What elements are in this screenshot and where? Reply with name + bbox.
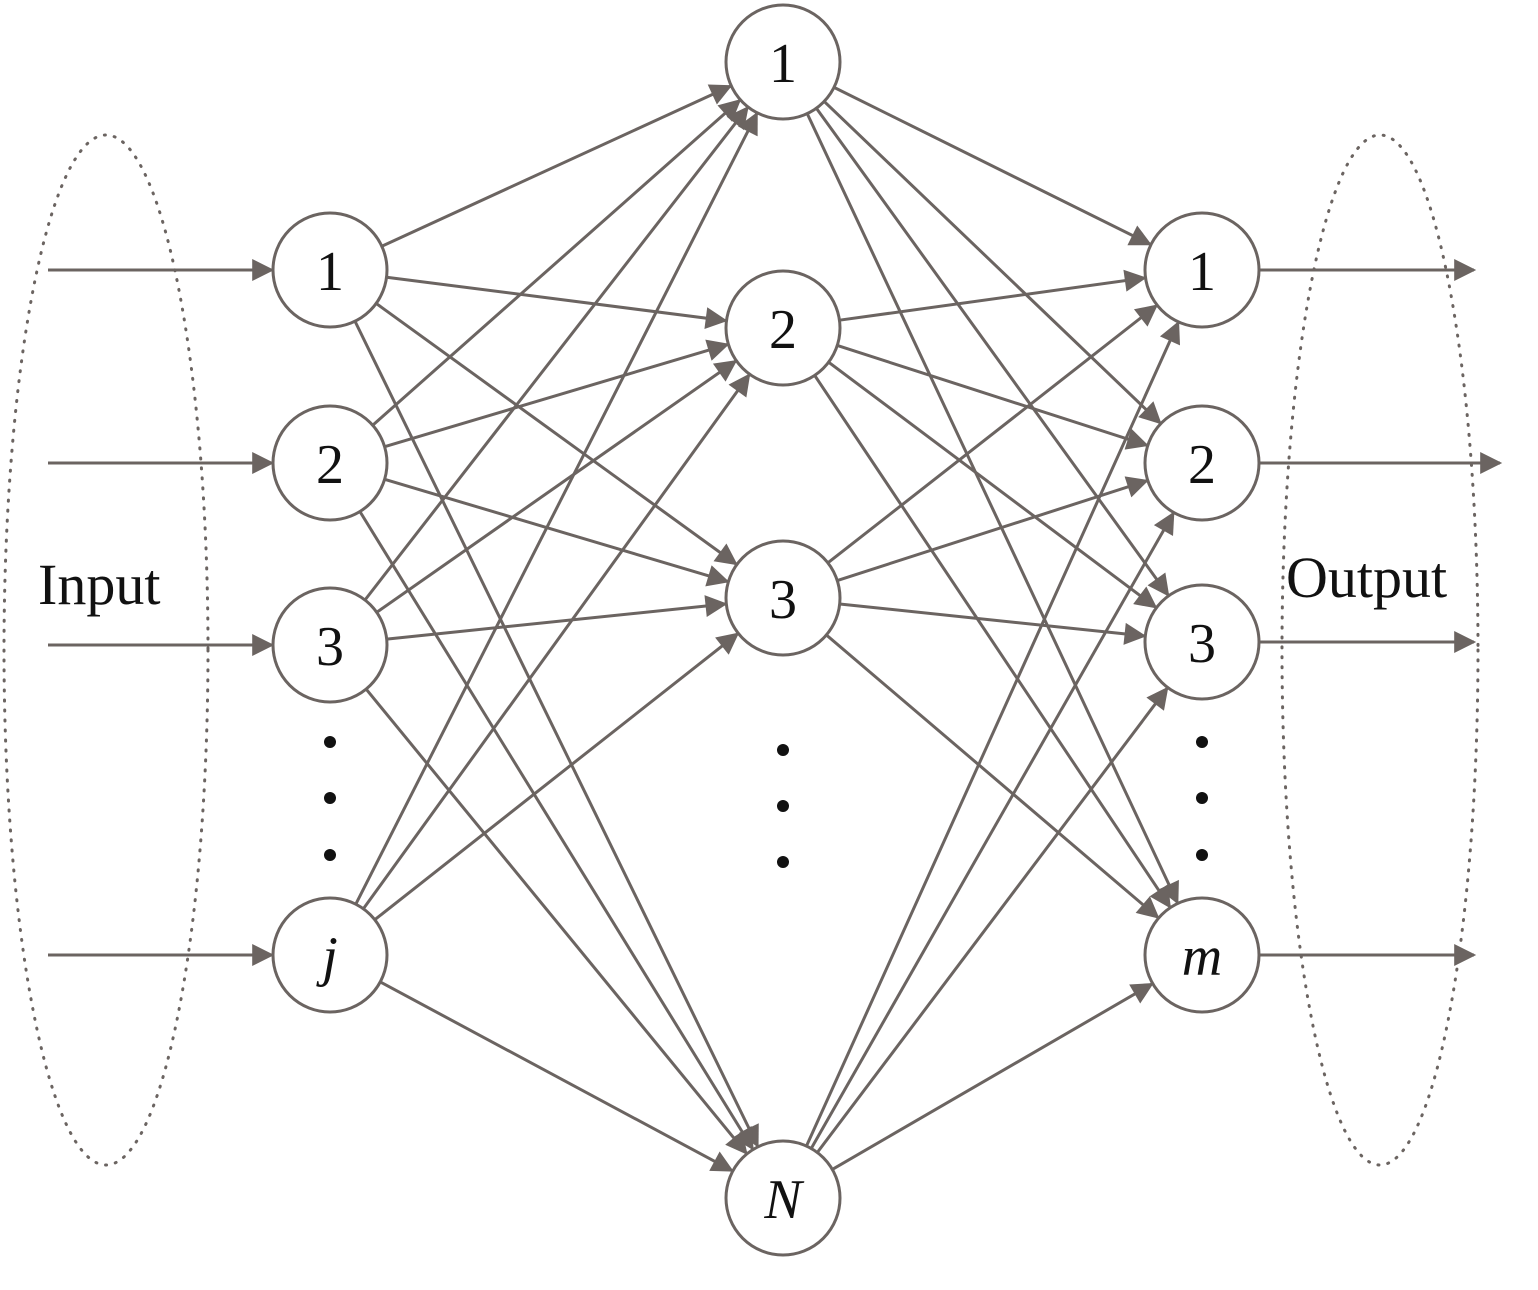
input-ellipsis [324,736,336,861]
node-label: j [316,926,338,988]
edge-input-hidden [363,106,749,601]
edge-hidden-output [839,602,1147,645]
edge-input-hidden [353,320,759,1148]
node-circle [271,896,389,1014]
edge-hidden-output [831,982,1154,1171]
edge-input-hidden [354,111,759,905]
input-node: 2 [271,404,389,522]
node-circle [724,269,842,387]
node-circle [724,1139,842,1257]
output-group-ellipse [1280,133,1480,1167]
edge-hidden-output [833,86,1153,246]
edge-input-hidden [381,84,733,248]
edge-input-hidden [373,632,740,921]
edge-input-hidden [379,980,734,1172]
node-label: 2 [769,299,797,361]
output-node: m [1143,896,1261,1014]
edge-input-hidden [358,510,754,1151]
hidden-node: 2 [724,269,842,387]
node-circle [1143,404,1261,522]
node-circle [271,211,389,329]
edge-input-hidden [375,302,738,566]
output-node: 2 [1143,404,1261,522]
edge-hidden-output [839,269,1147,322]
output-node: 1 [1143,211,1261,329]
ellipsis-dot [777,856,789,868]
node-label: 1 [1188,241,1216,303]
node-circle [724,539,842,657]
node-label: 2 [316,434,344,496]
edge-hidden-output [816,686,1169,1154]
edge-hidden-output [805,112,1179,905]
output-ellipsis [1196,736,1208,861]
edge-hidden-output [813,374,1172,909]
edge-input-hidden [386,275,728,330]
node-label: 3 [769,569,797,631]
network-nodes: 1 2 3 j 1 2 3N 1 2 3 m [271,3,1261,1257]
node-circle [1143,211,1261,329]
ellipsis-dot [1196,736,1208,748]
node-label: 3 [316,616,344,678]
node-label: m [1182,926,1222,988]
node-label: 3 [1188,613,1216,675]
edge-input-hidden [384,477,730,587]
edge-input-hidden [362,373,751,910]
node-circle [1143,896,1261,1014]
edge-input-hidden [375,359,738,614]
ellipsis-dot [1196,792,1208,804]
node-circle [271,404,389,522]
ellipsis-dot [1196,849,1208,861]
input-label: Input [38,552,160,617]
hidden-node: N [724,1139,842,1257]
edge-hidden-output [836,476,1149,582]
input-node: 3 [271,586,389,704]
edge-hidden-output [809,511,1175,1150]
output-node: 3 [1143,583,1261,701]
edge-hidden-output [825,633,1160,919]
edge-input-hidden [371,98,742,427]
ellipsis-dot [777,744,789,756]
input-group-ellipse [2,133,210,1167]
node-label: 2 [1188,434,1216,496]
edge-hidden-output [823,100,1162,425]
connection-edges [48,84,1503,1172]
edge-hidden-output [827,360,1158,609]
node-circle [271,586,389,704]
edge-hidden-output [805,320,1181,1147]
edge-hidden-output [815,107,1170,597]
edge-hidden-output [826,304,1159,565]
edge-input-hidden [384,339,730,449]
input-node: 1 [271,211,389,329]
node-label: 1 [769,33,797,95]
hidden-node: 1 [724,3,842,121]
edge-hidden-output [836,344,1149,450]
ellipsis-dot [777,800,789,812]
hidden-ellipsis [777,744,789,868]
node-circle [1143,583,1261,701]
edge-input-hidden [386,595,728,641]
edge-input-hidden [364,688,748,1155]
node-label: N [763,1169,804,1231]
output-label: Output [1286,545,1447,610]
node-label: 1 [316,241,344,303]
node-circle [724,3,842,121]
ellipsis-dot [324,792,336,804]
ellipsis-dot [324,736,336,748]
input-node: j [271,896,389,1014]
hidden-node: 3 [724,539,842,657]
ellipsis-dot [324,849,336,861]
